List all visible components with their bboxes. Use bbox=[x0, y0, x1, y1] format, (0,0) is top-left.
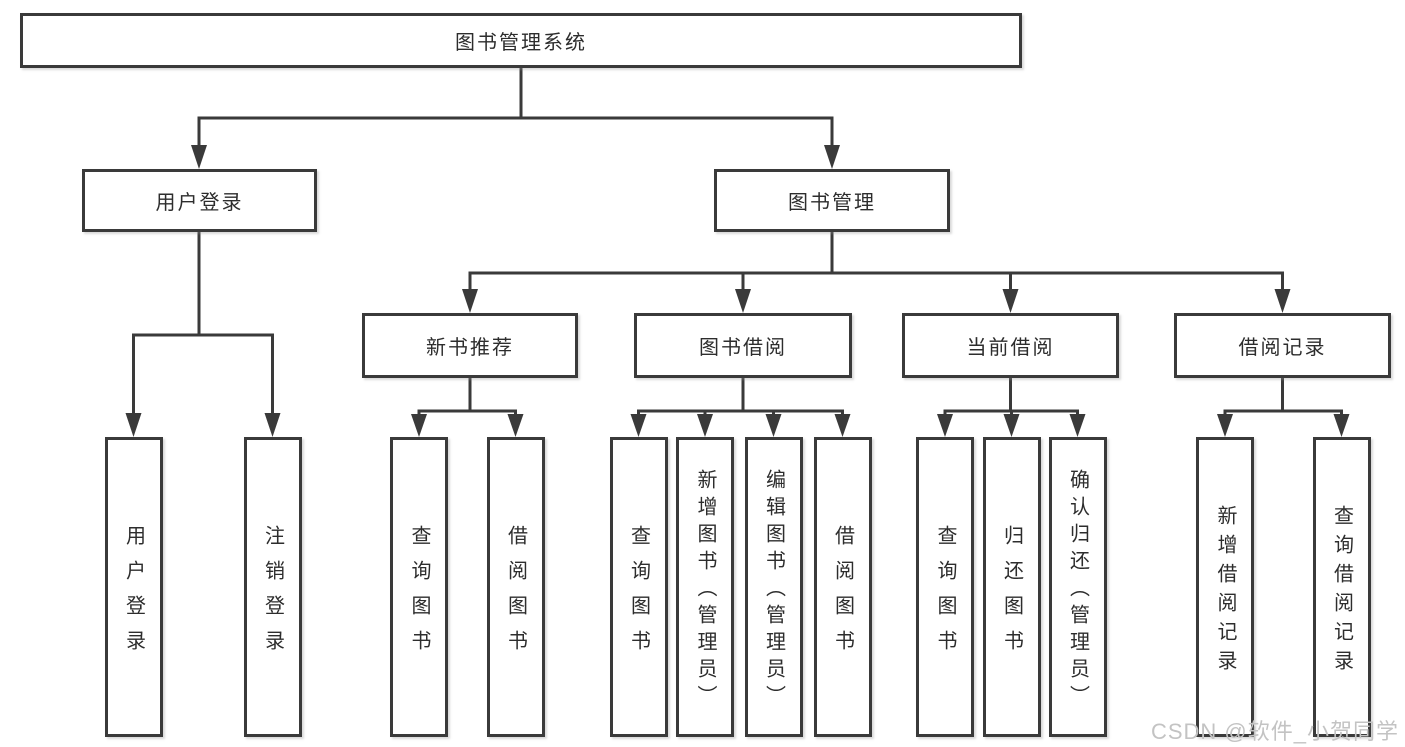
arrowheads bbox=[125, 145, 1350, 437]
node-root: 图书管理系统 bbox=[20, 13, 1022, 68]
leaf-query-books-borrow: 查询图书 bbox=[609, 437, 668, 737]
leaf-edit-books-admin: 编辑图书（管理员） bbox=[744, 437, 803, 737]
arrow-down-icon bbox=[191, 145, 207, 169]
leaf-return-books: 归还图书 bbox=[982, 437, 1041, 737]
node-book-management: 图书管理 bbox=[714, 169, 950, 232]
csdn-watermark: CSDN @软件_小贺同学 bbox=[1150, 719, 1399, 744]
node-current-borrow: 当前借阅 bbox=[902, 313, 1119, 378]
node-book-borrow: 图书借阅 bbox=[634, 313, 852, 378]
leaf-label: 借阅图书 bbox=[831, 524, 854, 665]
node-borrow-records: 借阅记录 bbox=[1174, 313, 1391, 378]
arrow-down-icon bbox=[1002, 289, 1019, 313]
leaf-label: 查询图书 bbox=[627, 524, 650, 665]
node-user-login: 用户登录 bbox=[82, 169, 317, 232]
leaf-label: 查询图书 bbox=[408, 524, 430, 665]
arrow-down-icon bbox=[1217, 414, 1233, 437]
leaf-logout: 注销登录 bbox=[243, 437, 302, 737]
leaf-borrow-books: 借阅图书 bbox=[813, 437, 872, 737]
leaf-label: 注销登录 bbox=[261, 524, 284, 665]
arrow-down-icon bbox=[125, 413, 142, 437]
leaf-borrow-books-recommend: 借阅图书 bbox=[486, 437, 545, 737]
arrow-down-icon bbox=[411, 414, 427, 437]
leaf-label: 借阅图书 bbox=[504, 524, 527, 665]
leaf-add-books-admin: 新增图书（管理员） bbox=[676, 437, 734, 737]
arrow-down-icon bbox=[834, 414, 851, 437]
leaf-query-books-current: 查询图书 bbox=[916, 437, 974, 737]
arrow-down-icon bbox=[697, 414, 713, 437]
leaf-query-borrow-record: 查询借阅记录 bbox=[1312, 437, 1371, 737]
arrow-down-icon bbox=[1069, 414, 1086, 437]
arrow-down-icon bbox=[824, 145, 840, 169]
leaf-label: 用户登录 bbox=[122, 524, 145, 665]
leaf-label: 确认归还（管理员） bbox=[1066, 469, 1089, 712]
arrow-down-icon bbox=[507, 414, 524, 437]
leaf-confirm-return-admin: 确认归还（管理员） bbox=[1048, 437, 1107, 737]
arrow-down-icon bbox=[1333, 414, 1350, 437]
leaf-label: 新增图书（管理员） bbox=[694, 469, 716, 712]
leaf-label: 归还图书 bbox=[1000, 524, 1023, 665]
arrow-down-icon bbox=[630, 414, 647, 437]
leaf-query-books-recommend: 查询图书 bbox=[390, 437, 448, 737]
arrow-down-icon bbox=[264, 413, 281, 437]
arrow-down-icon bbox=[937, 414, 953, 437]
leaf-label: 查询图书 bbox=[934, 524, 956, 665]
arrow-down-icon bbox=[735, 289, 751, 313]
node-new-book-recommend: 新书推荐 bbox=[362, 313, 578, 378]
leaf-user-login: 用户登录 bbox=[104, 437, 163, 737]
leaf-label: 编辑图书（管理员） bbox=[762, 469, 785, 712]
leaf-label: 新增借阅记录 bbox=[1214, 504, 1236, 679]
leaf-add-borrow-record: 新增借阅记录 bbox=[1196, 437, 1254, 737]
arrow-down-icon bbox=[462, 289, 478, 313]
arrow-down-icon bbox=[1274, 289, 1291, 313]
arrow-down-icon bbox=[765, 414, 782, 437]
leaf-label: 查询借阅记录 bbox=[1330, 504, 1353, 679]
arrow-down-icon bbox=[1003, 414, 1020, 437]
